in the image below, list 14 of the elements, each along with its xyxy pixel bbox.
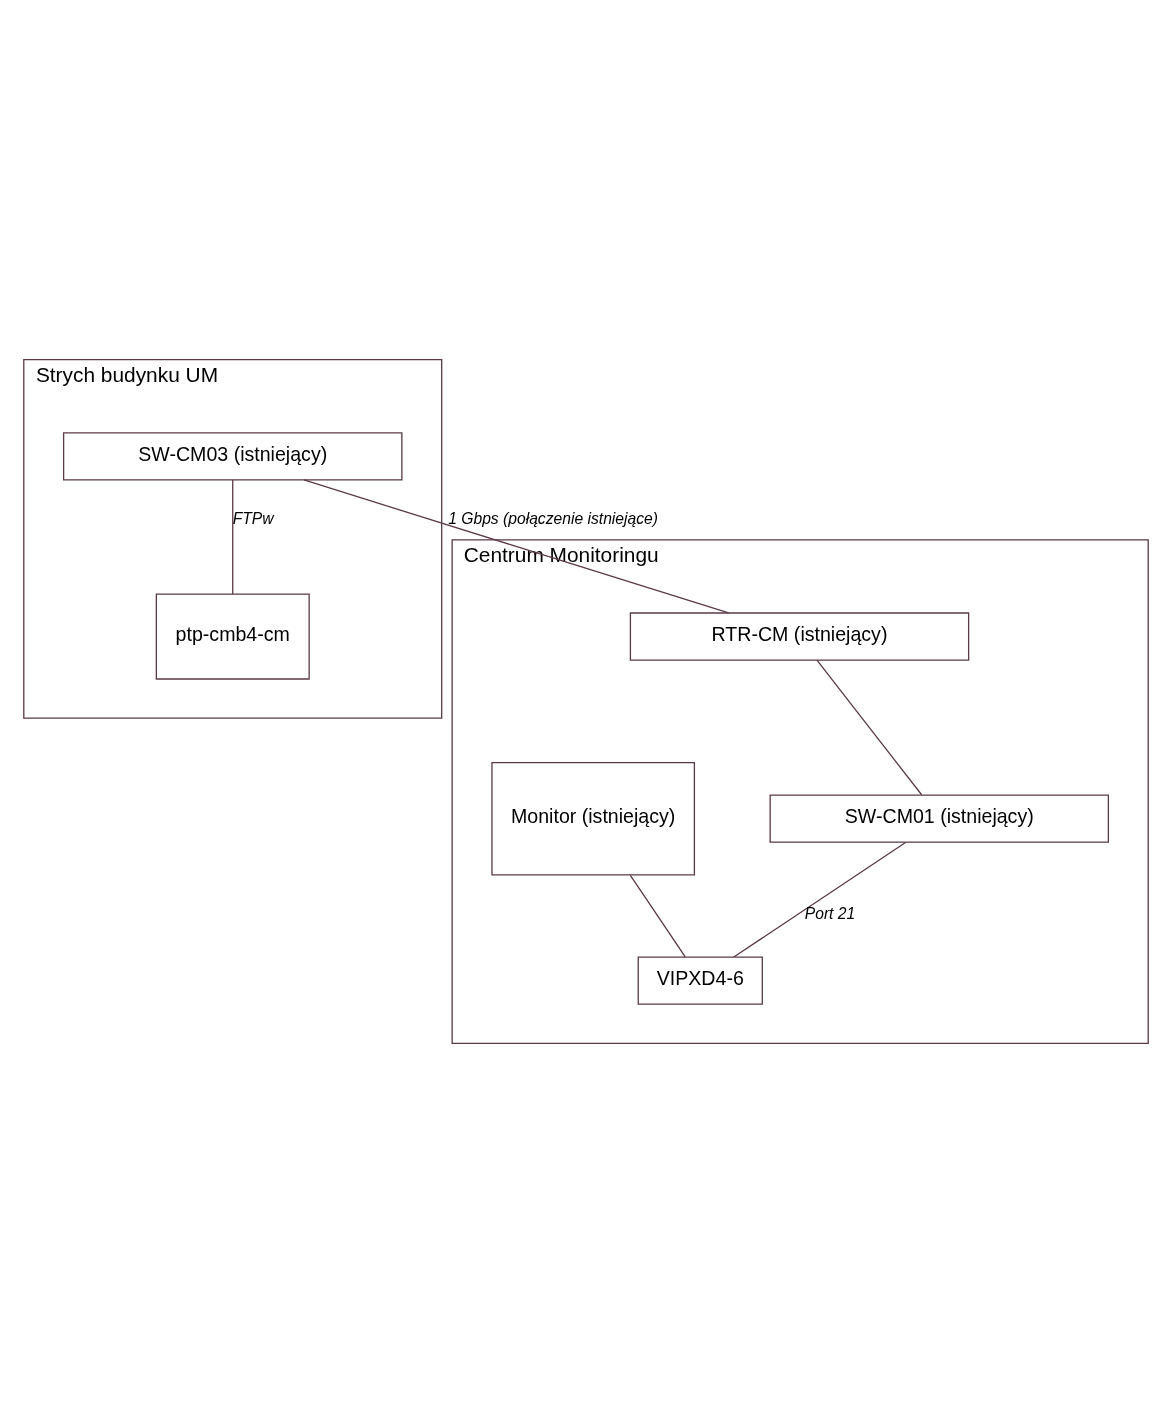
- connector: [816, 659, 923, 796]
- node-box: SW-CM01 (istniejący): [769, 794, 1110, 843]
- connector: [232, 479, 234, 595]
- edge-label: 1 Gbps (połączenie istniejące): [448, 509, 658, 527]
- node-box: SW-CM03 (istniejący): [62, 432, 403, 481]
- node-box: RTR-CM (istniejący): [629, 612, 970, 661]
- edge-label: FTPw: [232, 509, 274, 527]
- edge-label: Port 21: [804, 904, 856, 922]
- connector: [733, 841, 907, 958]
- connector: [629, 874, 686, 958]
- connector: [303, 479, 730, 614]
- node-box: Monitor (istniejący): [491, 761, 696, 876]
- node-box: ptp-cmb4-cm: [155, 593, 310, 680]
- node-box: VIPXD4-6: [637, 956, 763, 1005]
